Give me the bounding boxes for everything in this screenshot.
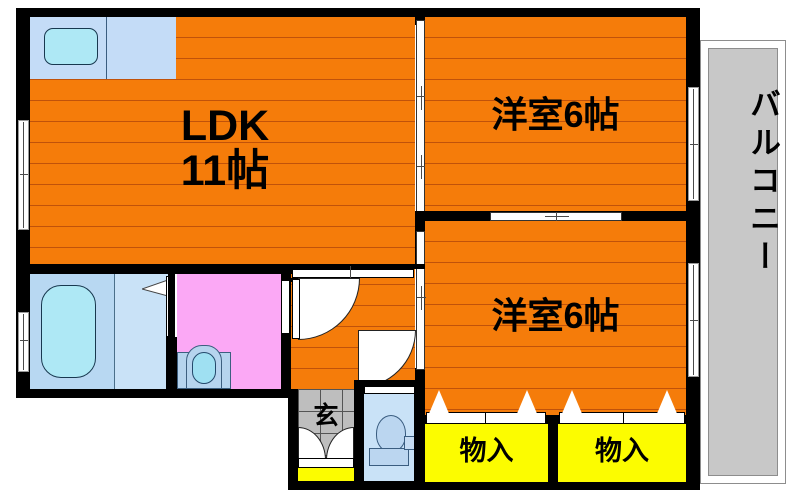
hall-bedroom-tick-v — [421, 286, 422, 310]
balcony-name: バルコニー — [745, 88, 780, 278]
wall-entrance-wc — [354, 389, 364, 490]
wall-washroom-lav — [168, 274, 175, 389]
bedroom-top-name: 洋室6帖 — [491, 94, 620, 135]
wall-ldk-bottom — [16, 264, 306, 274]
window-tick-bt — [690, 144, 698, 145]
sliding-door-tick-2 — [417, 96, 426, 97]
closet-left — [425, 424, 548, 482]
balcony-label: バルコニー — [708, 88, 780, 278]
bath-washroom-divider — [114, 274, 115, 389]
closet-right-door-joint — [623, 412, 624, 424]
closet-right-name: 物入 — [595, 436, 649, 466]
hall-door-header — [292, 269, 414, 278]
ldk-size: 11帖 — [180, 147, 270, 196]
bedroom-slide-tick-v — [556, 212, 557, 221]
window-mullion-ldk — [23, 122, 24, 228]
ldk-name: LDK — [180, 102, 270, 150]
sliding-door-tick-4 — [417, 166, 426, 167]
room-label-bedroom-top: 洋室6帖 — [425, 96, 686, 134]
wall-entrance-left — [288, 389, 298, 490]
wall-wc-right — [414, 380, 425, 482]
entrance-shoe-cabinet — [298, 468, 354, 481]
balcony — [708, 48, 778, 476]
hall-door-header-tick — [350, 266, 351, 278]
wall-bottom-right — [288, 481, 700, 490]
wall-bottom-left — [16, 389, 306, 398]
sliding-door-hall-bedroom-bottom[interactable] — [416, 231, 425, 370]
entrance-name: 玄 — [313, 402, 339, 430]
closet-left-door-joint — [485, 412, 486, 424]
wall-top — [16, 8, 700, 17]
closet-right-fold-1 — [561, 390, 583, 416]
window-tick-bb — [690, 320, 698, 321]
closet-left-fold-2 — [516, 390, 538, 416]
sliding-door-tick-3 — [421, 155, 422, 179]
room-bedroom-bottom — [425, 221, 686, 415]
wall-bedroom-bottom-left-upper — [415, 221, 425, 233]
bedroom-slide-tick-h — [545, 216, 569, 217]
entrance-door-panel[interactable] — [298, 458, 354, 468]
kitchen-counter-right — [106, 17, 176, 79]
room-ldk — [30, 17, 415, 264]
wc-door[interactable] — [364, 386, 417, 394]
hall-bedroom-tick-h — [417, 297, 426, 298]
closet-left-label: 物入 — [425, 437, 548, 465]
kitchen-sink-icon — [44, 28, 98, 65]
entrance-label: 玄 — [298, 403, 354, 429]
sliding-door-tick-1 — [421, 86, 422, 110]
door-leaf-ldk[interactable] — [292, 279, 300, 339]
window-mullion-bath — [23, 314, 24, 370]
closet-right-fold-2 — [656, 390, 678, 416]
window-tick-bath — [20, 340, 28, 341]
bedroom-bottom-name: 洋室6帖 — [491, 295, 620, 336]
window-tick-ldk — [20, 174, 28, 175]
bath-door-arrow-svg — [140, 279, 169, 297]
closet-right — [558, 424, 686, 482]
wall-closet-divider — [548, 415, 558, 485]
room-label-bedroom-bottom: 洋室6帖 — [425, 297, 686, 335]
room-bedroom-top — [425, 17, 686, 211]
wall-wc-top — [354, 380, 424, 390]
bath-door-arrow[interactable] — [140, 279, 169, 297]
closet-right-door-panel[interactable] — [559, 412, 685, 424]
wash-basin-icon — [192, 352, 216, 384]
closet-left-fold-1 — [428, 390, 450, 416]
closet-left-name: 物入 — [459, 436, 514, 466]
bathtub-icon — [41, 285, 96, 378]
wall-hall-top — [288, 264, 425, 269]
closet-right-label: 物入 — [558, 437, 686, 465]
toilet-icon — [376, 415, 406, 452]
room-label-ldk: LDK 11帖 — [60, 102, 390, 196]
wall-right — [686, 8, 700, 490]
lav-door-leaf[interactable] — [281, 280, 290, 334]
toilet-tank — [369, 448, 409, 466]
wall-washroom-lav-lower — [166, 337, 177, 389]
